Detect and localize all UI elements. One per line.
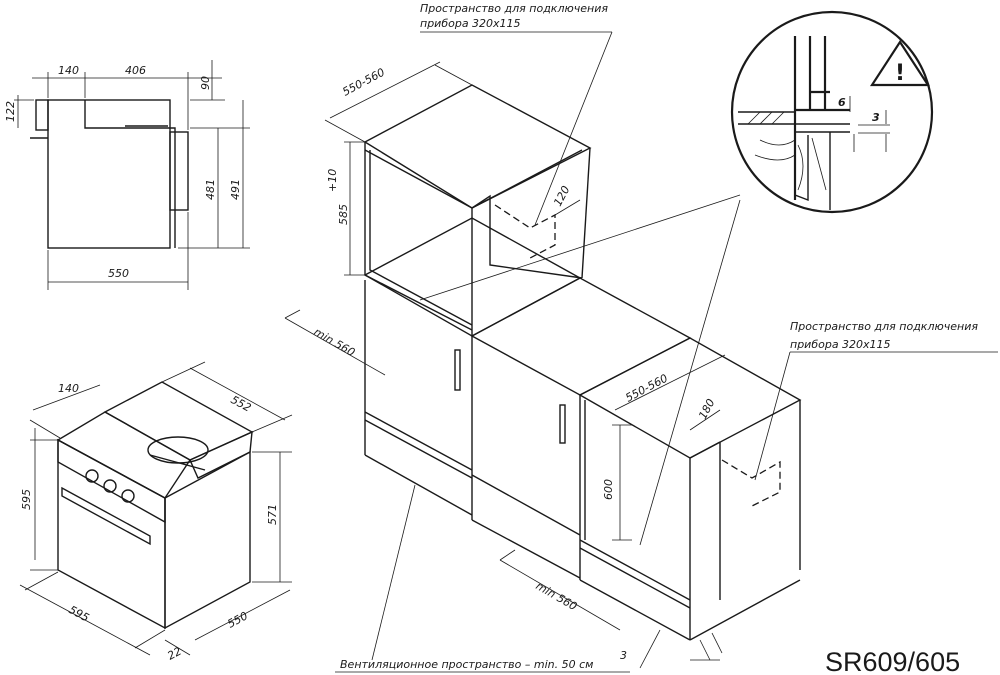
side-dim-550: 550 [108,267,129,280]
warning-triangle-icon [869,39,931,87]
side-dim-406: 406 [125,64,146,77]
knob-3 [121,489,135,503]
note-top-line1: Пространство для подключения [420,2,608,15]
iso-dim-22: 22 [165,645,183,663]
model-label: SR609/605 [825,647,960,675]
knob-2 [103,479,117,493]
detail-circle [730,10,934,214]
side-dim-140: 140 [58,64,79,77]
warning-mark: ! [895,61,905,86]
note-right-line2: прибора 320х115 [790,338,891,351]
iso-dim-140: 140 [58,382,79,395]
cab-dim-550-560-lower: 550-560 [623,372,670,405]
iso-dim-550: 550 [225,609,250,630]
iso-dim-571: 571 [266,504,279,525]
iso-dim-595-h: 595 [20,489,33,510]
cab-dim-585: 585 [337,204,350,225]
cab-dim-600: 600 [602,479,615,500]
detail-view: ! 6 3 [730,10,934,214]
upper-connection-space [494,204,556,259]
side-dim-491: 491 [229,179,242,200]
cab-dim-550-560-upper: 550-560 [340,66,387,99]
side-body [47,99,171,249]
side-view: 140 406 90 122 481 491 550 [4,60,250,290]
iso-dim-552: 552 [229,393,254,414]
side-inner [84,100,176,248]
vent-note-sup: 3 [620,649,627,662]
oven-side [164,450,251,630]
note-right-line1: Пространство для подключения [790,320,978,333]
side-dim-90: 90 [199,76,212,90]
oven-front [57,438,166,630]
side-dim-122: 122 [4,101,17,122]
cab-dim-min-560-upper: min 560 [312,325,358,359]
cab-dim-120: 120 [551,184,572,209]
note-top-line2: прибора 320х115 [420,17,521,30]
iso-oven: 140 552 595 571 595 550 22 [19,361,293,663]
knob-1 [85,469,99,483]
upper-door-handle [454,349,461,391]
side-front-panel [35,99,49,131]
upper-top [363,84,592,209]
side-dim-481: 481 [204,179,217,200]
cabinet-assembly: 550-560 585 +10 120 min 560 550-560 180 … [284,2,998,673]
middle-door-handle [559,404,566,444]
detail-dim-3: 3 [872,111,880,124]
cab-dim-585-sup: +10 [326,169,339,192]
lower-connection-space [721,459,781,507]
cab-dim-180: 180 [696,397,717,422]
oven-handle [61,486,151,546]
vent-note: Вентиляционное пространство – min. 50 см [340,658,593,671]
cab-dim-min-560-lower: min 560 [534,579,580,613]
oven-top-port [147,436,209,464]
side-back-box [169,131,189,211]
detail-dim-6: 6 [838,96,846,109]
